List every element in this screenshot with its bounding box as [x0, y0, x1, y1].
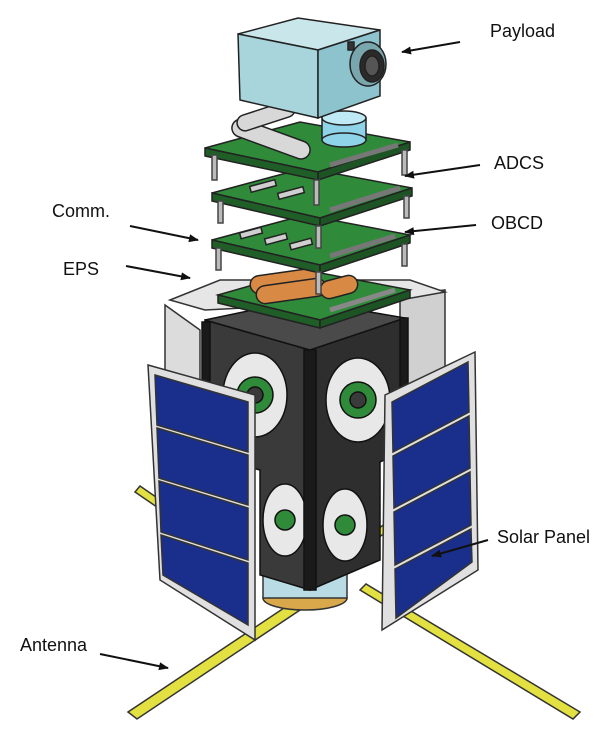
top-board [204, 100, 411, 206]
label-eps: EPS [63, 259, 100, 279]
arrow-eps [125, 265, 191, 281]
payload-camera [237, 17, 387, 120]
arrow-antenna [99, 653, 169, 671]
label-antenna: Antenna [20, 635, 88, 655]
callout-arrows [99, 41, 489, 671]
label-payload: Payload [490, 21, 556, 41]
adcs-board [211, 167, 413, 249]
arrow-comm [129, 225, 199, 243]
solar-panel-right [381, 350, 479, 632]
arrow-obcd [404, 224, 477, 236]
label-obcd: OBCD [491, 213, 544, 233]
comm-obcd-board [211, 214, 413, 295]
battery-cells [249, 267, 359, 305]
arrow-adcs [404, 164, 481, 179]
reaction-wheel [321, 110, 367, 148]
arrow-solar-panel [431, 539, 489, 558]
label-solar-panel: Solar Panel [497, 527, 591, 547]
cubesat-frame [201, 299, 409, 592]
solar-panel-left [147, 363, 256, 642]
eps-board [215, 267, 413, 330]
camera-lens [349, 41, 387, 87]
antenna-rod-front-right [358, 583, 582, 720]
arrow-payload [401, 41, 461, 55]
label-comm: Comm. [52, 201, 110, 221]
label-adcs: ADCS [494, 153, 545, 173]
